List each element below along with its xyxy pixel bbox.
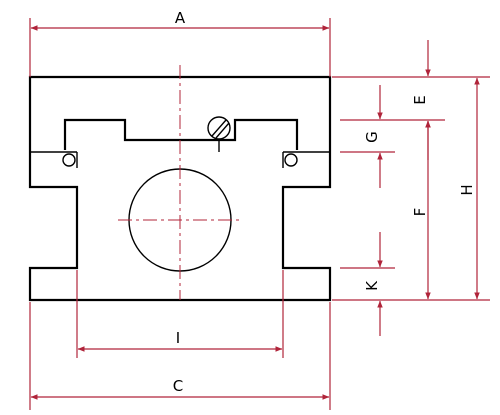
dimension-a: A xyxy=(29,9,331,77)
dimension-label-f: F xyxy=(411,208,429,217)
dimension-h: H xyxy=(458,77,480,300)
dimension-k: K xyxy=(363,232,383,336)
right-extension-lines xyxy=(332,76,490,301)
dimension-i: I xyxy=(76,270,284,358)
inner-cavity-outline xyxy=(63,118,299,150)
dimension-label-e: E xyxy=(411,95,429,104)
dimension-e: E xyxy=(411,40,431,160)
right-ball-icon xyxy=(284,153,298,167)
dimension-f: F xyxy=(411,120,431,300)
dimension-label-h: H xyxy=(458,184,476,195)
dimension-label-k: K xyxy=(363,280,381,291)
outer-body-outline xyxy=(28,75,332,302)
dimension-label-c: C xyxy=(173,377,183,395)
grease-nipple-icon xyxy=(207,116,231,152)
dimension-label-i: I xyxy=(176,329,180,347)
center-lines xyxy=(118,65,242,300)
dimension-g: G xyxy=(363,85,383,188)
dimension-label-g: G xyxy=(363,131,381,143)
dimension-c: C xyxy=(29,302,331,410)
left-ball-icon xyxy=(62,153,76,167)
dimension-label-a: A xyxy=(175,9,186,27)
